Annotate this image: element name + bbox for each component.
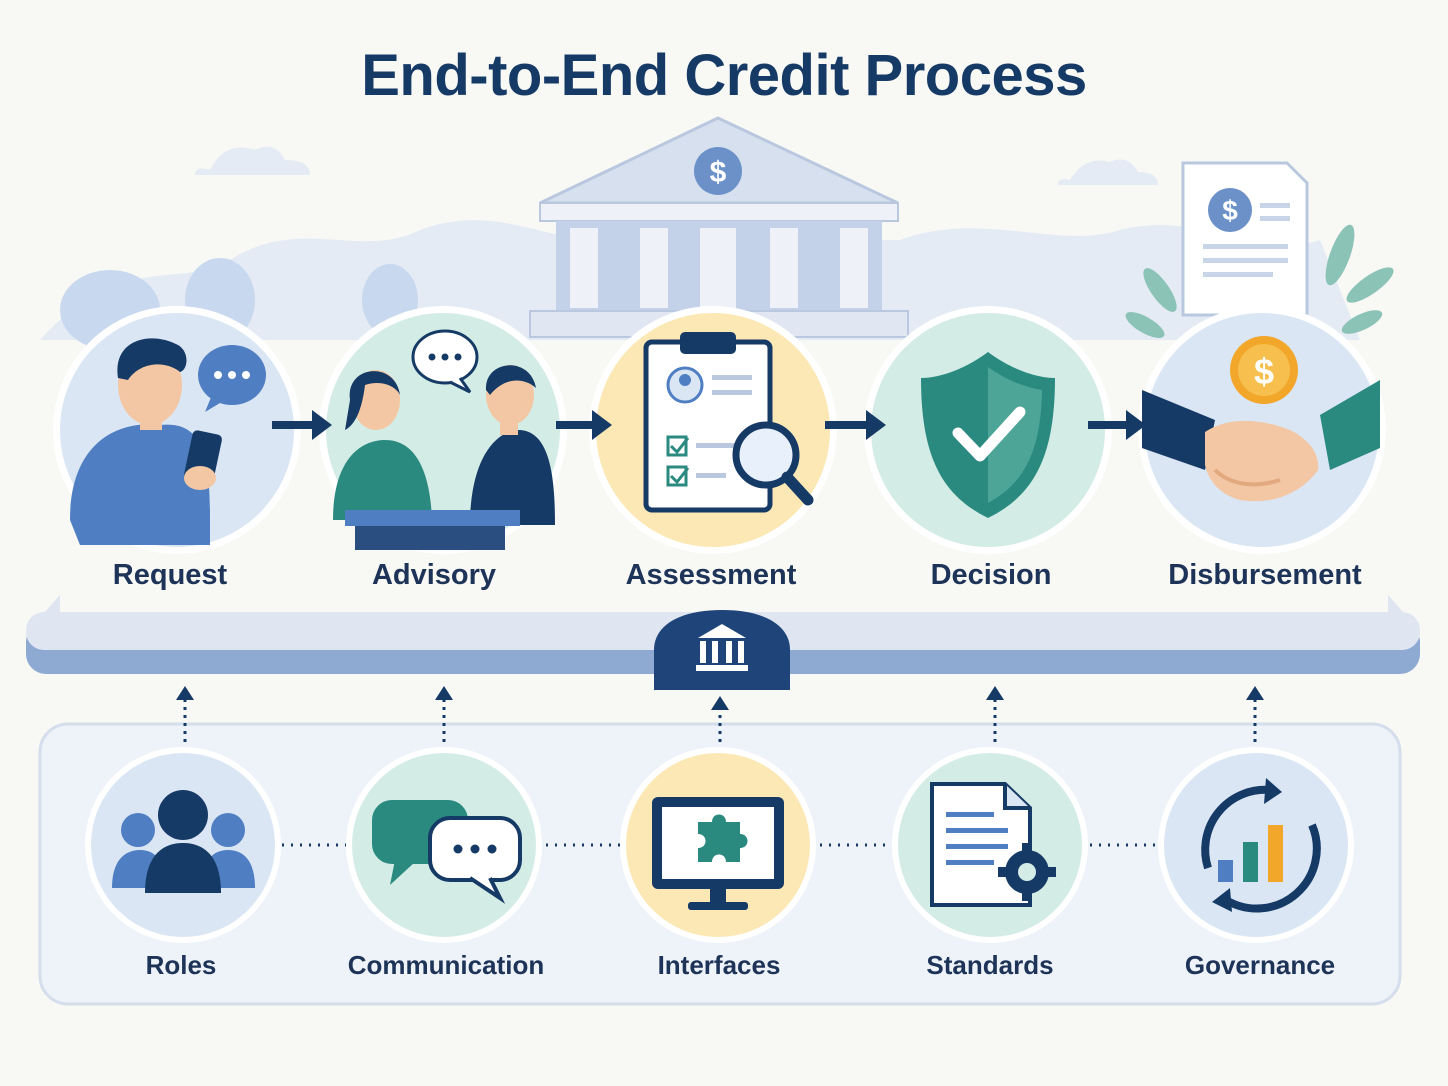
pillar-communication-circle	[346, 747, 542, 943]
step-label-assessment: Assessment	[625, 559, 797, 591]
clipboard-magnifier-icon	[643, 332, 814, 513]
pillar-label-governance: Governance	[1184, 950, 1336, 980]
cycle-chart-icon	[1201, 778, 1321, 913]
step-decision-circle	[864, 306, 1112, 554]
handshake-coin-icon: $	[1142, 336, 1380, 502]
process-arrows	[272, 410, 1146, 440]
bank-icon	[696, 624, 748, 671]
step-label-disbursement: Disbursement	[1168, 559, 1362, 591]
support-arrows	[176, 686, 1264, 742]
step-advisory-circle	[319, 306, 567, 554]
svg-text:$: $	[710, 156, 727, 189]
bank-building-icon: $	[529, 116, 909, 338]
people-group-icon	[112, 790, 255, 893]
page-title: End-to-End Credit Process	[361, 43, 1087, 108]
person-with-phone-icon	[70, 338, 222, 545]
pillar-standards-circle	[892, 747, 1088, 943]
pillar-label-roles: Roles	[145, 950, 217, 980]
loan-document-icon: $	[1181, 161, 1309, 317]
plant-leaves-icon	[1125, 224, 1394, 338]
chat-bubbles-icon	[372, 800, 522, 904]
speech-bubble-icon	[411, 329, 479, 394]
cloud-icon	[1058, 159, 1158, 185]
pillar-label-interfaces: Interfaces	[657, 950, 781, 980]
step-label-decision: Decision	[930, 559, 1052, 591]
svg-text:$: $	[1222, 195, 1238, 226]
document-gear-icon	[930, 782, 1056, 907]
advisor-meeting-icon	[333, 365, 555, 550]
chat-bubble-icon	[198, 345, 266, 412]
step-label-advisory: Advisory	[371, 559, 497, 591]
cloud-icon	[195, 146, 310, 175]
pillar-label-communication: Communication	[347, 950, 545, 980]
pillar-governance-circle	[1158, 747, 1354, 943]
pillar-roles-circle	[85, 747, 281, 943]
pillar-label-standards: Standards	[926, 950, 1054, 980]
monitor-puzzle-icon	[652, 797, 784, 910]
step-label-request: Request	[112, 559, 228, 591]
foundation-bar	[26, 595, 1420, 690]
svg-text:$: $	[1254, 351, 1274, 392]
step-request-circle	[53, 306, 301, 554]
step-disbursement-circle: $	[1138, 306, 1386, 554]
shield-check-icon	[921, 352, 1055, 518]
step-assessment-circle	[589, 306, 837, 554]
pillar-interfaces-circle	[620, 747, 816, 943]
